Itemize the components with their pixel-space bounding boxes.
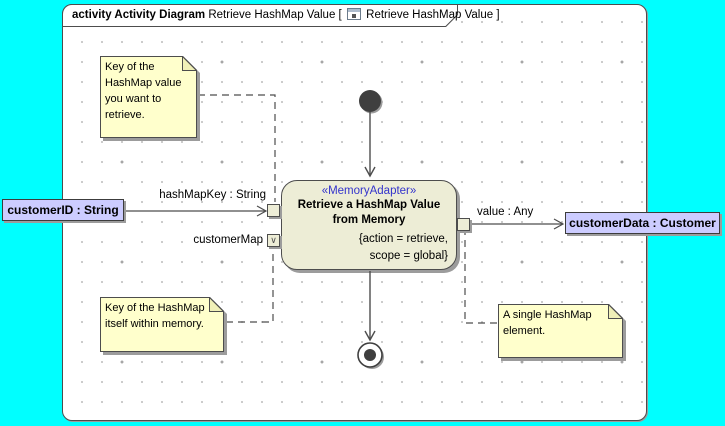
value-pin-icon: ∨ <box>270 235 277 245</box>
note-customermap[interactable]: Key of the HashMap itself within memory. <box>100 297 224 352</box>
note-background <box>499 305 622 357</box>
note-text: A single HashMap element. <box>503 309 592 337</box>
note-hashmapkey[interactable]: Key of the HashMap value you want to ret… <box>100 56 197 138</box>
object-flow-customerid-to-pin[interactable] <box>125 205 268 217</box>
input-pin-hashmapkey[interactable] <box>267 204 280 217</box>
note-fold-icon <box>182 56 197 71</box>
note-anchor-customermap[interactable] <box>226 249 274 323</box>
note-anchor-value[interactable] <box>464 233 497 324</box>
note-fold-icon <box>608 304 623 319</box>
initial-node[interactable] <box>359 90 383 114</box>
note-fold-icon <box>209 297 224 312</box>
object-flow-pin-to-customerdata[interactable] <box>471 218 565 230</box>
object-node-customerdata[interactable]: customerData : Customer <box>565 212 720 234</box>
pin-label-hashmapkey[interactable]: hashMapKey : String <box>159 189 266 201</box>
frame-title-after-icon: Retrieve HashMap Value ] <box>366 9 500 21</box>
output-pin-value[interactable] <box>457 218 470 231</box>
note-text: Key of the HashMap value you want to ret… <box>105 61 182 121</box>
control-flow-initial-to-action[interactable] <box>364 112 376 178</box>
action-properties: {action = retrieve, scope = global} <box>282 231 456 264</box>
frame-header-text: activity Activity Diagram Retrieve HashM… <box>62 4 500 27</box>
pin-label-value[interactable]: value : Any <box>477 206 534 218</box>
note-anchor-hashmapkey[interactable] <box>198 94 276 202</box>
control-flow-action-to-final[interactable] <box>364 271 376 342</box>
activity-diagram-icon <box>346 8 361 20</box>
frame-kind-label: activity Activity Diagram <box>72 9 206 21</box>
input-pin-customermap[interactable]: ∨ <box>267 234 280 247</box>
pin-label-customermap[interactable]: customerMap <box>193 234 263 246</box>
note-background <box>101 298 223 351</box>
action-property-line: scope = global} <box>369 249 448 262</box>
object-node-customerid[interactable]: customerID : String <box>2 199 124 221</box>
action-retrieve-hashmap-value[interactable]: «MemoryAdapter» Retrieve a HashMap Value… <box>281 180 457 270</box>
note-background <box>101 57 196 137</box>
diagram-frame-header[interactable]: activity Activity Diagram Retrieve HashM… <box>62 4 500 27</box>
note-text: Key of the HashMap itself within memory. <box>105 302 205 330</box>
activity-final-node[interactable] <box>357 342 384 369</box>
frame-title-before-icon: Retrieve HashMap Value [ <box>208 9 342 21</box>
note-value[interactable]: A single HashMap element. <box>498 304 623 358</box>
action-name: Retrieve a HashMap Value from Memory <box>297 199 441 226</box>
action-stereotype: «MemoryAdapter» <box>321 185 417 197</box>
action-property-line: {action = retrieve, <box>358 232 448 245</box>
